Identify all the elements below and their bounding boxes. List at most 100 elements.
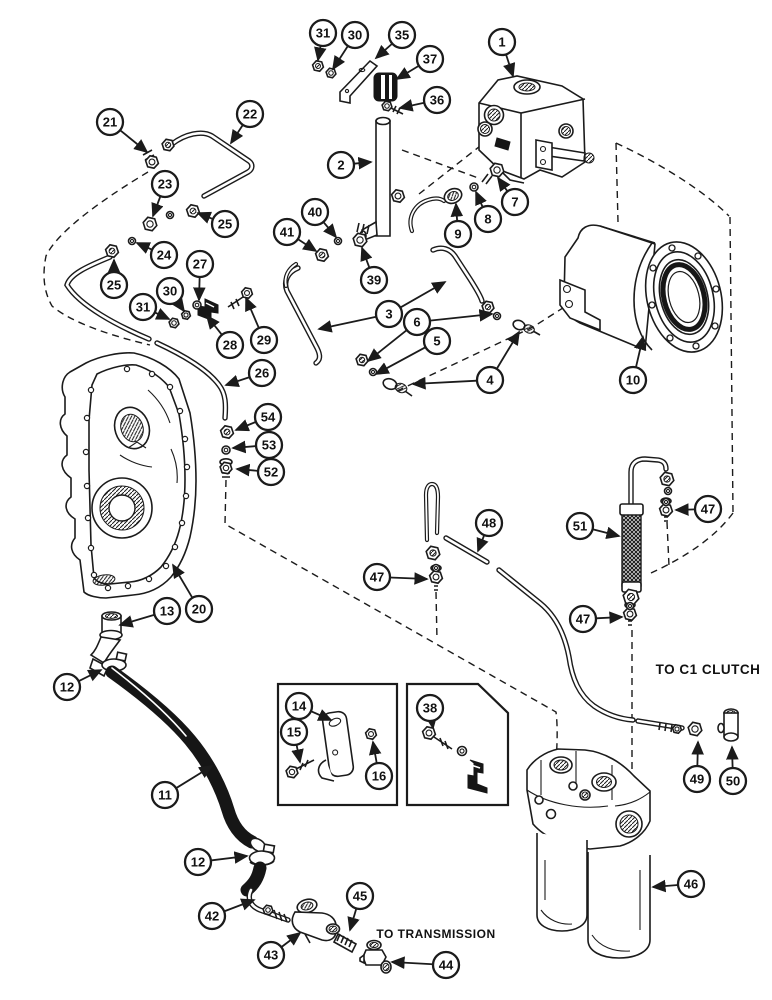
callout-25: 25 [196,209,240,239]
filter-assembly [526,748,651,959]
callout-arrow [389,572,429,585]
callout-arrow [390,956,434,969]
tubes-3-fittings-4-5-6 [286,248,541,397]
fitting-bore [148,158,156,166]
callout-26: 26 [224,358,277,388]
callout-arrow [395,64,420,80]
callout-24: 24 [135,240,179,270]
callout-arrow [424,714,438,730]
callout-number: 39 [367,273,381,288]
callout-21: 21 [95,107,149,154]
callout-number: 35 [395,28,409,43]
callout-arrow [634,335,647,368]
callout-arrow [347,908,360,932]
callout-number: 21 [103,115,117,130]
callout-number: 10 [626,373,640,388]
callout-number: 16 [372,769,386,784]
hex-fitting [489,162,505,178]
spacer-bore [433,565,439,571]
callout-circle [568,604,598,634]
spacer-fitting [492,311,502,321]
callout-27: 27 [185,249,215,302]
fitting-bore [183,312,189,318]
spacer-bore [627,603,633,609]
callout-number: 38 [423,701,437,716]
callout-44: 44 [390,950,461,980]
callout-arrow [224,375,250,387]
fitting-bore [493,166,501,174]
callout-number: 5 [433,334,440,349]
callout-number: 25 [107,278,121,293]
fitting-bore [189,207,197,215]
callout-number: 3 [385,307,392,322]
callout-15: 15 [279,717,309,764]
callout-arrow [674,503,696,516]
callout-number: 8 [484,212,491,227]
spacer-bore [459,748,465,754]
spacer-bore [129,238,135,244]
callout-arrow [322,221,338,239]
callout-circle [443,219,473,249]
fitting-bore [222,464,230,472]
fitting-bore [328,70,334,76]
fitting-bore [288,768,296,776]
callout-circle [254,430,284,460]
callout-8: 8 [473,190,503,234]
callout-circle [308,18,338,48]
callout-arrow [595,611,624,624]
spacer-bore [663,499,669,505]
callout-arrow [119,129,149,154]
callout-circle [618,365,648,395]
callout-circle [253,402,283,432]
callout-50: 50 [718,745,748,796]
callout-circle [150,169,180,199]
callout-number: 44 [439,958,454,973]
callout-number: 48 [482,516,496,531]
callout-arrow [171,297,186,313]
callout-circle [279,717,309,747]
callout-number: 36 [430,93,444,108]
callout-16: 16 [364,740,394,791]
callout-arrow [314,45,327,62]
callout-circle [52,672,82,702]
callout-arrow [398,99,425,112]
spacer-fitting [663,486,673,496]
callout-arrow [135,242,153,254]
callout-number: 43 [264,948,278,963]
callout-arrow [172,563,194,599]
callout-number: 50 [726,774,740,789]
callout-46: 46 [651,869,706,899]
callout-circle [718,766,748,796]
callout-circle [402,307,432,337]
callout-arrow [151,195,164,218]
hex-fitting [428,569,444,585]
callout-circle [359,265,389,295]
callout-49: 49 [682,740,712,794]
callout-arrow [332,45,349,71]
callout-arrow [78,669,103,682]
callout-arrow [353,156,373,170]
callout-9: 9 [443,202,473,249]
callout-52: 52 [235,457,286,487]
callout-arrow [360,246,373,269]
callout-23: 23 [150,169,180,218]
callout-arrow [476,534,489,553]
callout-20: 20 [172,563,214,624]
callout-circle [500,187,530,217]
callout-arrow [223,898,256,913]
callout-45: 45 [345,881,375,932]
callout-circle [415,44,445,74]
hex-fitting [390,188,406,204]
callout-number: 15 [287,725,301,740]
hex-fitting [687,721,703,737]
callout-arrow [231,440,257,454]
callout-47: 47 [568,604,624,634]
fitting-bore [662,506,670,514]
callout-2: 2 [326,150,373,180]
hex-fitting [325,67,337,79]
hex-fitting [364,727,378,741]
callout-balloons: 1234567891011121213141516202122232425252… [52,18,748,980]
callout-arrow [496,176,511,192]
